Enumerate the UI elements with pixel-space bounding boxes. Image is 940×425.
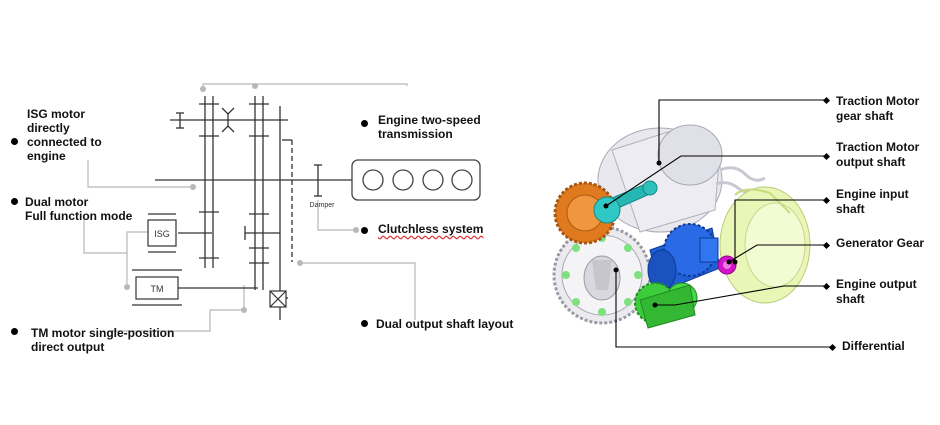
leader-lines-right [605,99,832,348]
tm-box-label: TM [151,284,164,294]
isg-motor-label: ISG motor directly connected to engine [27,107,102,163]
bullet [361,227,368,234]
bullet [11,138,18,145]
schematic-lines [155,96,352,320]
traction-motor-output-shaft-label: Traction Motor output shaft [836,140,920,169]
engine-input-shaft-label: Engine input shaft [836,187,909,216]
traction-motor-gear-shaft-label: Traction Motor gear shaft [836,94,920,123]
bullet [361,320,368,327]
engine-two-speed-label: Engine two-speed transmission [378,113,481,141]
engine-cylinder [422,169,444,191]
leader-endpoints-right [603,160,738,308]
tm-box [135,276,179,300]
leader-dots-left [124,83,359,313]
generator-gear-label: Generator Gear [836,236,925,250]
leader-lines-left [83,83,416,332]
tm-motor-label: TM motor single-position direct output [31,326,175,354]
dual-motor-label: Dual motor Full function mode [25,195,133,223]
clutchless-label: Clutchless system [378,222,484,236]
engine-cylinder [362,169,384,191]
bullet [361,120,368,127]
differential-label: Differential [842,339,905,353]
bullet [11,328,18,335]
isg-box [147,219,177,247]
engine-output-shaft-label: Engine output shaft [836,277,917,306]
dual-output-label: Dual output shaft layout [376,317,514,331]
engine-cylinder [451,169,473,191]
engine-block [351,159,481,201]
isg-box-label: ISG [154,229,170,239]
bullet [11,198,18,205]
gearbox-illustration [552,124,811,329]
engine-cylinder [392,169,414,191]
damper-label: Damper [310,202,336,209]
